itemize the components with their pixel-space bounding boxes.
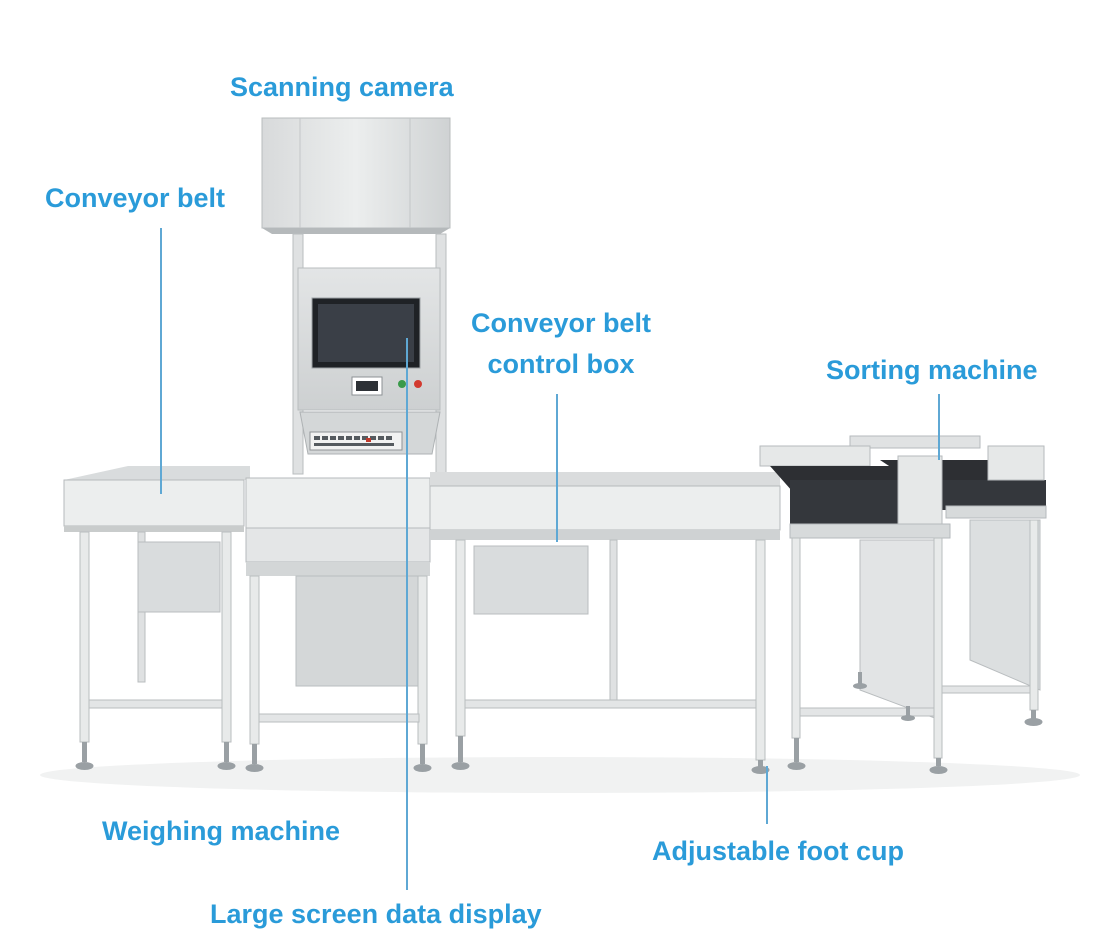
label-conveyor-belt-control-box: Conveyor belt control box	[458, 310, 664, 378]
label-sorting-machine: Sorting machine	[826, 355, 1038, 385]
scanning-camera-hood	[261, 117, 451, 234]
leader-control-box	[556, 394, 558, 542]
main-conveyor-section	[429, 472, 781, 761]
leader-large-screen-display	[406, 338, 408, 890]
label-control-box-line1: Conveyor belt	[470, 308, 652, 338]
touch-screen	[311, 297, 421, 369]
leader-conveyor-belt	[160, 228, 162, 494]
control-panel-buttons	[351, 376, 422, 396]
control-box	[473, 545, 589, 615]
sorting-machine-section	[759, 435, 1047, 759]
leader-sorting-machine	[938, 394, 940, 460]
floor-shadow	[40, 757, 1080, 793]
conveyor-belt-section	[63, 466, 250, 743]
label-adjustable-foot-cup: Adjustable foot cup	[652, 836, 904, 866]
leader-adjustable-foot-cup	[766, 766, 768, 824]
keyboard-tray	[299, 411, 441, 455]
label-control-box-line2: control box	[487, 349, 635, 379]
label-weighing-machine: Weighing machine	[102, 816, 341, 846]
label-conveyor-belt: Conveyor belt	[45, 183, 226, 213]
label-large-screen-display: Large screen data display	[210, 899, 542, 929]
foot-cups	[75, 672, 1043, 774]
label-scanning-camera: Scanning camera	[230, 72, 454, 102]
weighing-machine-section	[245, 477, 431, 745]
